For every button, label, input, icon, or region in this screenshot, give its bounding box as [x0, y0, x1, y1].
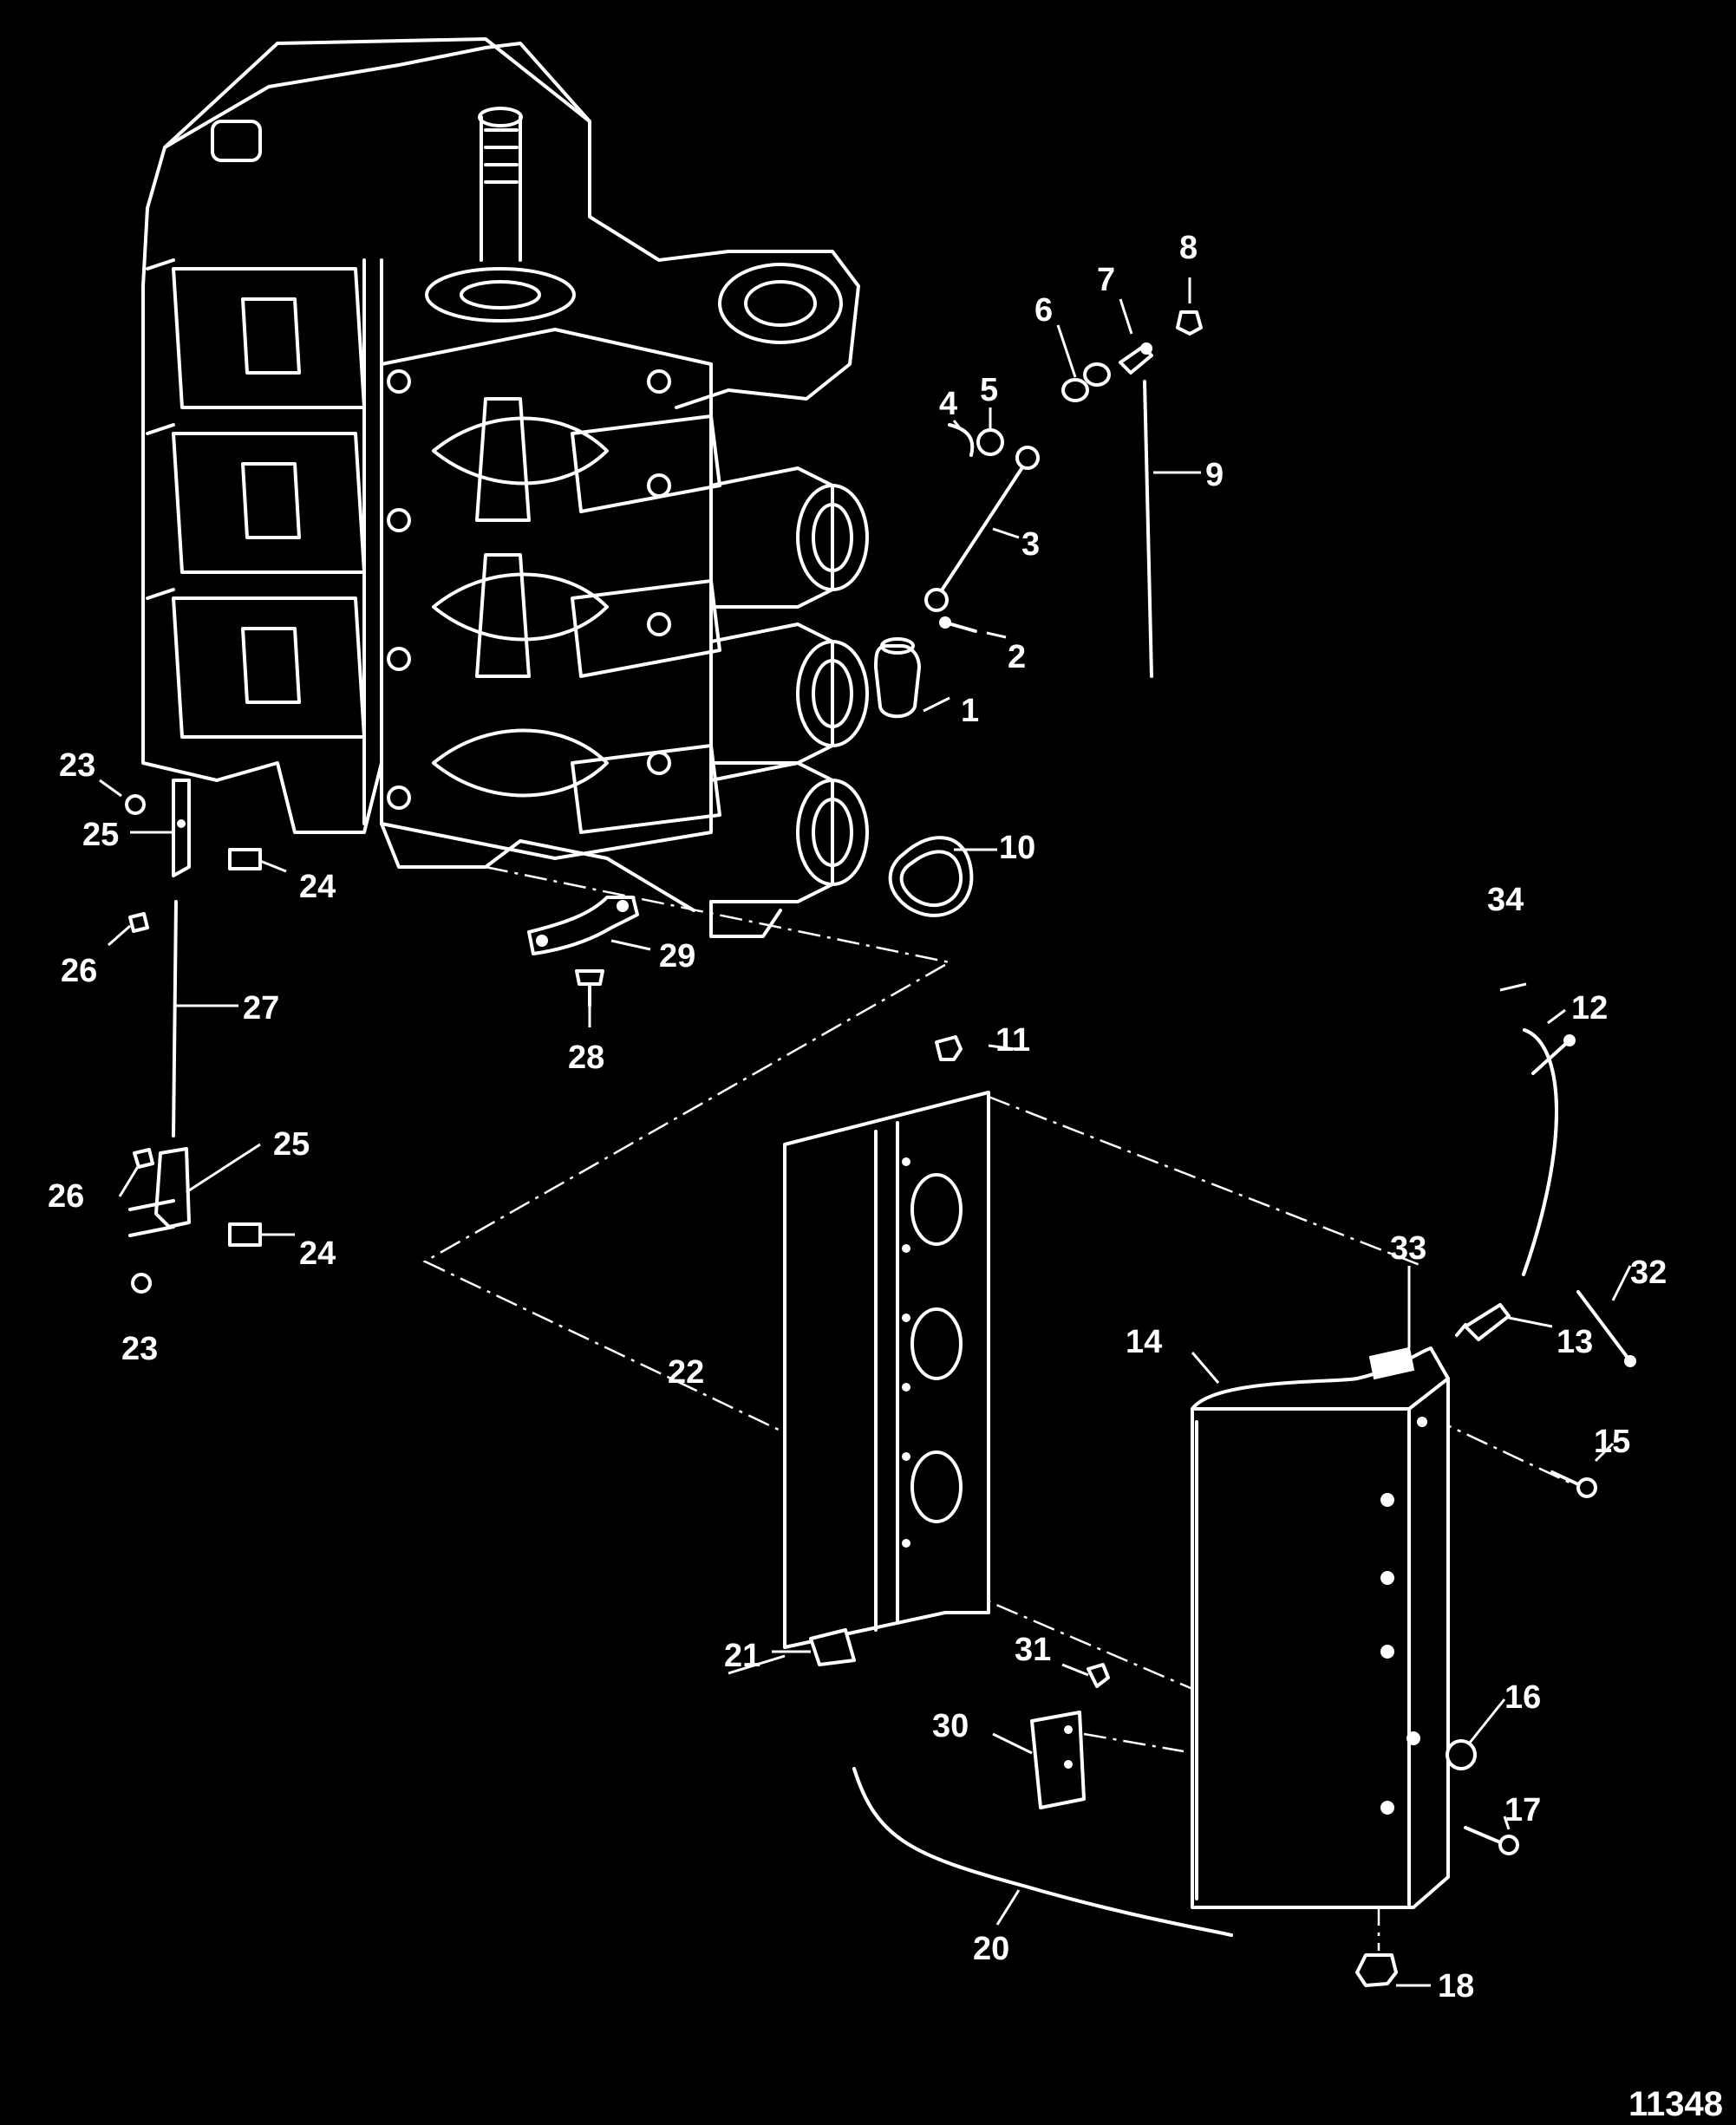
callout-13: 13 — [1557, 1324, 1593, 1360]
part-26-screw-upper — [128, 912, 149, 933]
figure-number: 11348 — [1628, 2085, 1723, 2123]
callout-31: 31 — [1015, 1632, 1051, 1668]
callout-21: 21 — [724, 1638, 760, 1674]
part-2-pin — [939, 616, 977, 633]
callout-17: 17 — [1504, 1792, 1541, 1828]
part-30-bracket — [1030, 1711, 1086, 1809]
callout-15: 15 — [1594, 1424, 1630, 1460]
part-25-bracket-lower — [128, 1147, 191, 1237]
part-4-clip — [948, 423, 975, 457]
callout-5: 5 — [980, 372, 998, 408]
callout-23a: 23 — [59, 747, 95, 784]
callout-26b: 26 — [48, 1178, 84, 1215]
part-16-plug — [1446, 1739, 1477, 1770]
part-7-fitting — [1119, 342, 1153, 375]
part-23-nut-lower — [131, 1273, 152, 1294]
callout-25b: 25 — [273, 1126, 310, 1163]
callout-11: 11 — [995, 1022, 1030, 1059]
part-15-screw — [1550, 1470, 1597, 1498]
part-24-block-lower — [228, 1222, 262, 1247]
part-31-screw — [1087, 1663, 1110, 1688]
callout-9: 9 — [1205, 457, 1224, 493]
callout-20: 20 — [973, 1931, 1009, 1967]
leader-lines — [99, 277, 1632, 1987]
callout-22: 22 — [668, 1354, 704, 1391]
part-10-gasket — [888, 836, 974, 917]
part-13-fitting — [1455, 1303, 1511, 1341]
callout-24a: 24 — [299, 869, 336, 905]
callout-25a: 25 — [82, 817, 119, 853]
part-29-bracket — [527, 896, 639, 955]
part-32-tie-strap — [1576, 1290, 1636, 1367]
callout-30: 30 — [932, 1708, 969, 1744]
part-11-fitting — [935, 1035, 963, 1061]
throttle-outlet-lower — [709, 761, 869, 903]
part-8-cap — [1176, 310, 1203, 336]
callout-26a: 26 — [61, 953, 97, 989]
part-9-rod — [1143, 380, 1153, 678]
part-18-fitting — [1355, 1953, 1398, 1987]
throttle-outlet-upper — [709, 466, 869, 609]
part-25-bracket-upper — [172, 779, 191, 877]
callout-33: 33 — [1390, 1230, 1426, 1267]
callout-34: 34 — [1487, 882, 1524, 918]
callout-1: 1 — [961, 693, 979, 729]
part-28-screw — [575, 969, 604, 1007]
part-14-cover — [1191, 1346, 1450, 1909]
part-17-screw — [1464, 1826, 1519, 1855]
part-33-seal — [1368, 1346, 1415, 1380]
part-34-tie-strap — [1531, 1034, 1576, 1075]
callout-6: 6 — [1034, 292, 1053, 329]
callout-3: 3 — [1021, 526, 1040, 563]
callout-2: 2 — [1008, 639, 1026, 675]
part-27-link-rod — [172, 900, 178, 1137]
callout-16: 16 — [1504, 1679, 1541, 1716]
callout-29: 29 — [659, 938, 695, 975]
callout-23b: 23 — [121, 1331, 158, 1367]
callout-28: 28 — [568, 1040, 604, 1076]
part-12-hose — [1522, 1028, 1558, 1276]
callout-24b: 24 — [299, 1235, 336, 1272]
part-6-washers — [1061, 362, 1111, 402]
part-5-nut — [976, 428, 1004, 456]
part-3-link-rod — [924, 446, 1040, 612]
part-24-block-upper — [228, 848, 262, 870]
callout-7: 7 — [1097, 262, 1115, 298]
part-20-hose — [852, 1767, 1233, 1937]
callout-14: 14 — [1126, 1324, 1162, 1360]
part-26-screw-lower — [133, 1148, 154, 1169]
part-23-nut-upper — [125, 794, 146, 815]
callout-12: 12 — [1571, 990, 1608, 1027]
part-1-sleeve — [874, 637, 921, 719]
engine-block-drawing — [141, 37, 869, 938]
throttle-outlet-middle — [709, 623, 869, 765]
part-21-fitting — [809, 1628, 856, 1666]
callout-27: 27 — [243, 990, 279, 1027]
callout-8: 8 — [1179, 230, 1198, 266]
callout-18: 18 — [1438, 1968, 1474, 2004]
callout-4: 4 — [939, 386, 957, 422]
callout-32: 32 — [1630, 1255, 1667, 1291]
part-22-plate — [783, 1091, 990, 1649]
callout-10: 10 — [999, 830, 1035, 866]
